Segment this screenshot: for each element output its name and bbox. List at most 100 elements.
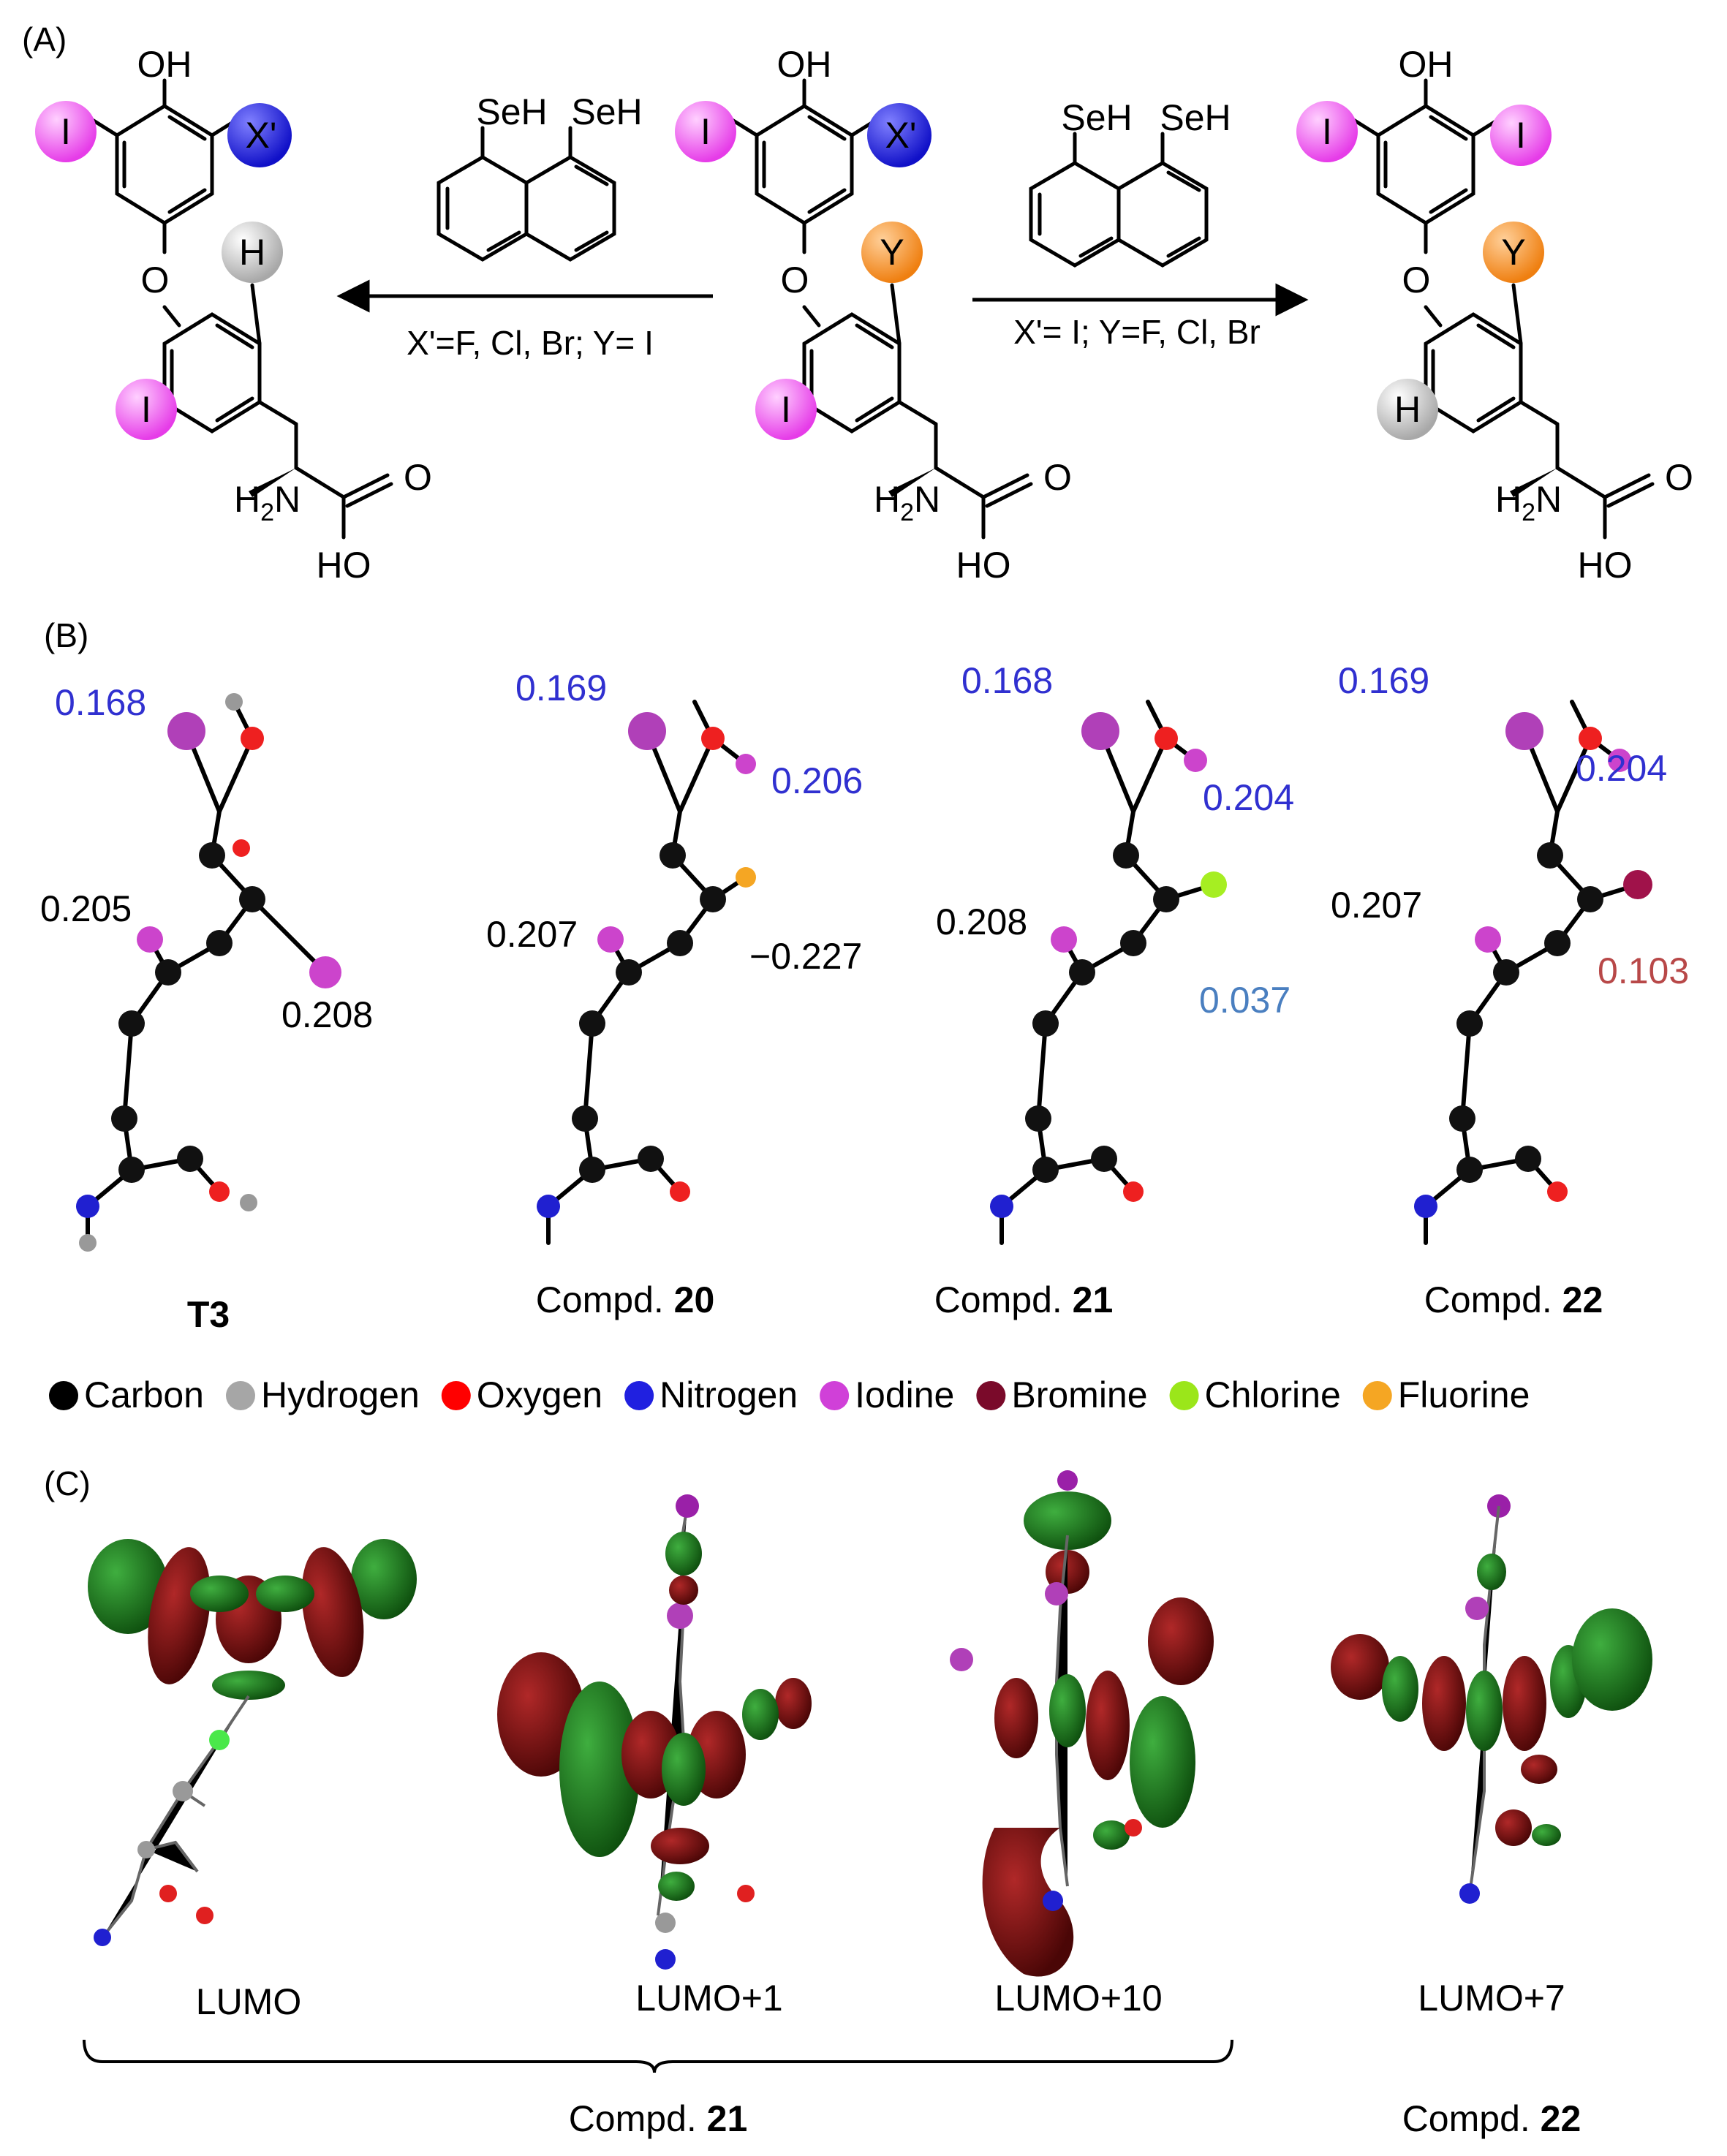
caption-t3: T3 xyxy=(187,1294,230,1335)
panel-label-b: (B) xyxy=(44,616,88,654)
condition-right: X'= I; Y=F, Cl, Br xyxy=(1013,313,1261,351)
y-substituent-sphere xyxy=(1483,222,1544,283)
x-substituent-sphere xyxy=(867,103,931,167)
iodine-sphere xyxy=(755,379,817,440)
hydroxyl-label: OH xyxy=(1399,44,1454,85)
legend-swatch-chlorine xyxy=(1169,1381,1199,1410)
iodine-label: I xyxy=(700,111,711,152)
selenol-label: SeH xyxy=(1160,97,1231,138)
orbital-label-lumo: LUMO xyxy=(196,1981,301,2022)
ether-oxygen-label: O xyxy=(781,260,809,300)
c22-value-bromine: 0.103 xyxy=(1598,950,1689,991)
amine-label: H2N xyxy=(1495,479,1562,526)
carbonyl-oxygen-label: O xyxy=(404,457,432,498)
orbital-label-lumo-plus-10: LUMO+10 xyxy=(994,1978,1162,2019)
legend-label-fluorine: Fluorine xyxy=(1398,1374,1530,1415)
legend-label-hydrogen: Hydrogen xyxy=(261,1374,420,1415)
ball-and-stick-compd-22 xyxy=(1414,700,1652,1245)
orbital-label-lumo-plus-1: LUMO+1 xyxy=(635,1978,782,2019)
legend-swatch-iodine xyxy=(820,1381,850,1410)
legend-swatch-carbon xyxy=(49,1381,78,1410)
iodine-sphere xyxy=(1490,105,1552,166)
hydrogen-sphere xyxy=(1377,379,1438,440)
iodine-label: I xyxy=(1322,111,1332,152)
legend-label-chlorine: Chlorine xyxy=(1205,1374,1341,1415)
c21-value-iodine-left: 0.208 xyxy=(936,901,1027,942)
legend-label-iodine: Iodine xyxy=(855,1374,954,1415)
c21-value-iodine-side: 0.204 xyxy=(1203,777,1294,818)
ether-oxygen-label: O xyxy=(1402,260,1431,300)
amine-label: H2N xyxy=(874,479,940,526)
product-left-structure xyxy=(86,78,393,540)
acid-hydroxyl-label: HO xyxy=(317,545,371,586)
ball-and-stick-compd-21 xyxy=(990,700,1227,1245)
y-label: Y xyxy=(880,232,904,273)
t3-value-iodine-top: 0.168 xyxy=(55,682,146,723)
hydrogen-sphere xyxy=(222,222,283,283)
iodine-sphere xyxy=(35,101,97,162)
orbital-label-lumo-plus-7: LUMO+7 xyxy=(1418,1978,1565,2019)
carbonyl-oxygen-label: O xyxy=(1665,457,1693,498)
x-label: X' xyxy=(885,115,917,156)
orbital-lumo-compd-21 xyxy=(88,1539,417,1946)
iodine-sphere xyxy=(116,379,177,440)
panel-label-a: (A) xyxy=(22,20,67,58)
ball-and-stick-compd-20 xyxy=(537,700,756,1245)
caption-c-compd-21: Compd. 21 xyxy=(569,2098,748,2139)
acid-hydroxyl-label: HO xyxy=(1578,545,1633,586)
iodine-label: I xyxy=(781,389,791,430)
c22-value-iodine-side: 0.204 xyxy=(1576,748,1667,789)
c20-value-iodine-side: 0.206 xyxy=(771,760,863,801)
hydroxyl-label: OH xyxy=(777,44,832,85)
orbital-lumo-plus-10-compd-21 xyxy=(950,1470,1214,1977)
iodine-label: I xyxy=(61,111,71,152)
iodine-sphere xyxy=(1296,101,1358,162)
hydroxyl-label: OH xyxy=(137,44,192,85)
iodine-label: I xyxy=(141,389,151,430)
legend-swatch-oxygen xyxy=(441,1381,471,1410)
orbital-lumo-plus-7-compd-22 xyxy=(1331,1494,1652,1904)
iodine-label: I xyxy=(1516,115,1526,156)
t3-value-iodine-left: 0.205 xyxy=(40,888,132,929)
x-label: X' xyxy=(246,115,277,156)
grouping-brace xyxy=(83,2039,1233,2073)
hydrogen-label: H xyxy=(1394,389,1421,430)
legend-swatch-bromine xyxy=(976,1381,1006,1410)
x-substituent-sphere xyxy=(227,103,292,167)
caption-c-compd-22: Compd. 22 xyxy=(1402,2098,1581,2139)
naphthalene-reagent-right xyxy=(1029,132,1209,268)
selenol-label: SeH xyxy=(571,91,642,132)
caption-compd-21: Compd. 21 xyxy=(934,1279,1114,1320)
legend-label-oxygen: Oxygen xyxy=(477,1374,602,1415)
y-substituent-sphere xyxy=(861,222,923,283)
legend-label-nitrogen: Nitrogen xyxy=(660,1374,798,1415)
legend-label-bromine: Bromine xyxy=(1011,1374,1147,1415)
selenol-label: SeH xyxy=(476,91,547,132)
selenol-label: SeH xyxy=(1061,97,1132,138)
iodine-sphere xyxy=(675,101,736,162)
caption-compd-22: Compd. 22 xyxy=(1424,1279,1603,1320)
orbital-lumo-plus-1-compd-21 xyxy=(497,1494,812,1970)
c20-value-iodine-top: 0.169 xyxy=(515,667,607,708)
ball-and-stick-t3 xyxy=(76,693,341,1252)
legend-swatch-hydrogen xyxy=(226,1381,255,1410)
ether-oxygen-label: O xyxy=(141,260,170,300)
c22-value-iodine-top: 0.169 xyxy=(1338,660,1429,701)
acid-hydroxyl-label: HO xyxy=(956,545,1011,586)
c22-value-iodine-left: 0.207 xyxy=(1331,885,1422,926)
c20-value-iodine-left: 0.207 xyxy=(486,914,578,955)
naphthalene-reagent-left xyxy=(437,126,616,262)
c20-value-fluorine: −0.227 xyxy=(749,936,862,977)
t3-value-iodine-right: 0.208 xyxy=(281,994,373,1035)
panel-label-c: (C) xyxy=(44,1464,91,1502)
condition-left: X'=F, Cl, Br; Y= I xyxy=(407,324,654,362)
hydrogen-label: H xyxy=(239,232,265,273)
c21-value-chlorine: 0.037 xyxy=(1199,980,1290,1021)
legend-swatch-nitrogen xyxy=(624,1381,654,1410)
legend-swatch-fluorine xyxy=(1362,1381,1392,1410)
carbonyl-oxygen-label: O xyxy=(1043,457,1072,498)
amine-label: H2N xyxy=(234,479,301,526)
